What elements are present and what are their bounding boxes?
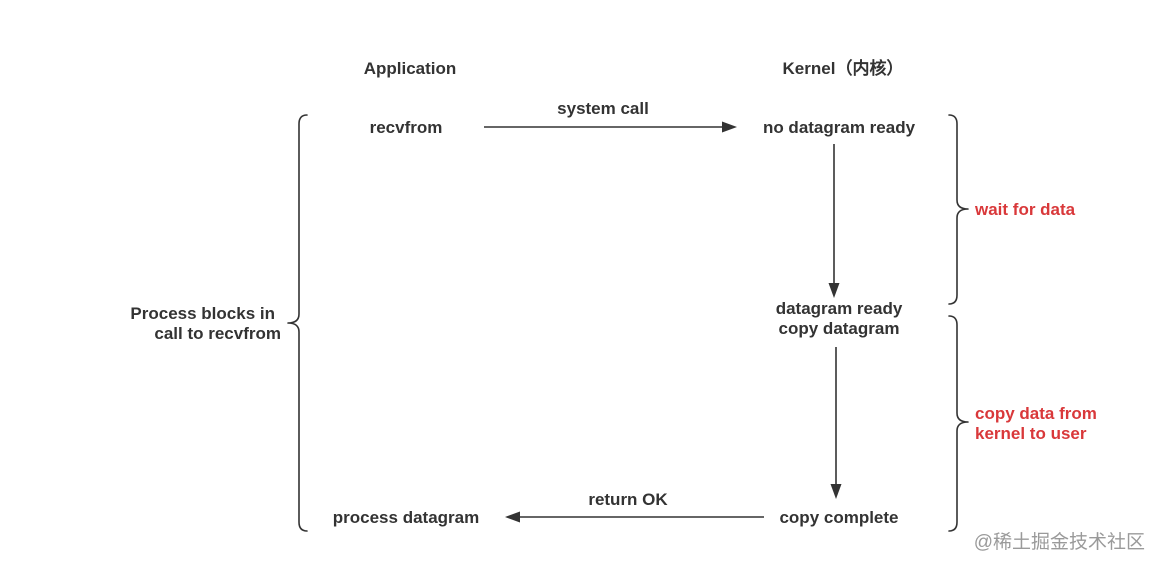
copy-datagram-label: copy datagram: [779, 319, 900, 338]
application-column-header: Application: [364, 59, 457, 78]
copy-complete-label: copy complete: [779, 508, 898, 527]
return-ok-label: return OK: [588, 490, 668, 509]
process-blocks-note-line1: Process blocks in: [130, 304, 275, 323]
no-datagram-ready-label: no datagram ready: [763, 118, 916, 137]
wait-for-data-brace: [948, 114, 969, 305]
kernel-column-header: Kernel（内核）: [783, 58, 904, 78]
wait-arrow: [828, 144, 840, 298]
process-blocks-note-line2: call to recvfrom: [154, 324, 281, 343]
return-ok-arrow: [505, 511, 764, 523]
watermark: @稀土掘金技术社区: [974, 531, 1145, 553]
recvfrom-label: recvfrom: [370, 118, 443, 137]
process-datagram-label: process datagram: [333, 508, 479, 527]
datagram-ready-label: datagram ready: [776, 299, 903, 318]
system-call-label: system call: [557, 99, 649, 118]
copy-data-note-line2: kernel to user: [975, 424, 1087, 443]
copy-data-note-line1: copy data from: [975, 404, 1097, 423]
copy-data-brace: [948, 315, 969, 532]
copy-arrow: [830, 347, 842, 499]
system-call-arrow: [484, 121, 737, 133]
process-blocks-brace: [287, 114, 308, 532]
wait-for-data-note: wait for data: [974, 200, 1076, 219]
